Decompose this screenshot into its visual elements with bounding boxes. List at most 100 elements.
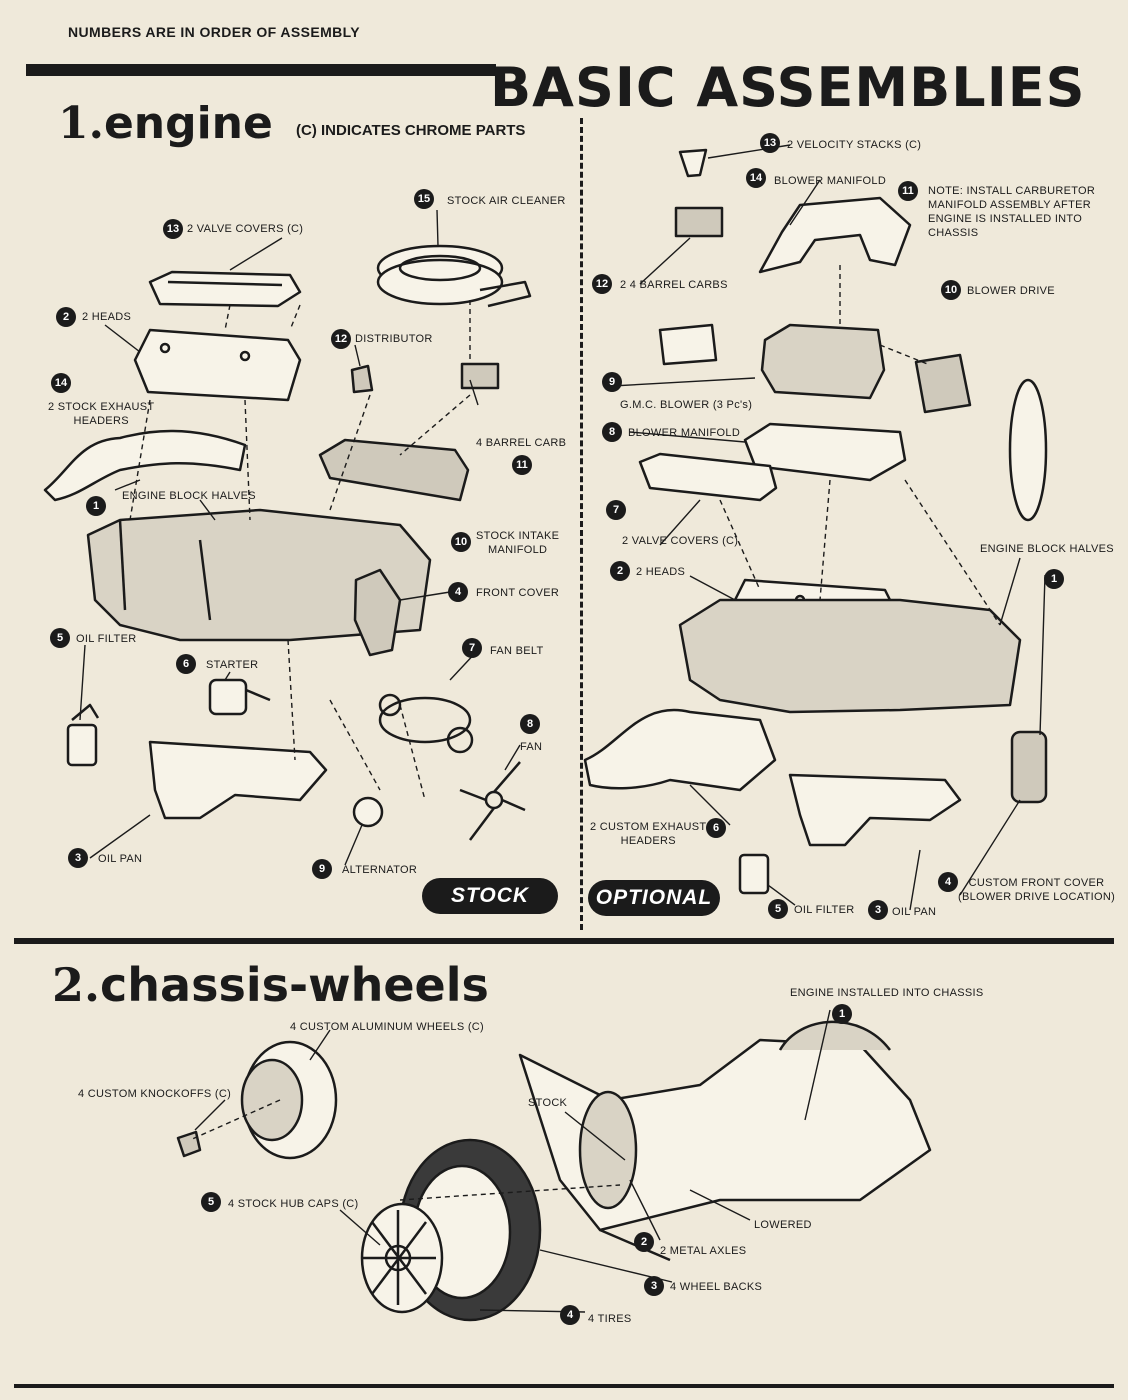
chassis-section-number: 2.: [52, 958, 101, 1012]
opt-block-label: ENGINE BLOCK HALVES: [980, 543, 1114, 555]
starter-label: STARTER: [206, 659, 259, 671]
chrome-parts-note: (C) INDICATES CHROME PARTS: [296, 122, 526, 139]
hub-caps-num: 5: [201, 1192, 221, 1212]
stock-badge: STOCK: [422, 878, 558, 914]
velocity-stacks-label: 2 VELOCITY STACKS (C): [787, 139, 922, 151]
fan-belt-label: FAN BELT: [490, 645, 544, 657]
distributor-drawing: [350, 364, 374, 394]
hub-cap-drawing: [360, 1202, 444, 1314]
stock-oil-pan-num: 3: [68, 848, 88, 868]
opt-carbs-num: 12: [592, 274, 612, 294]
fan-belt-num: 7: [462, 638, 482, 658]
gmc-blower-drawing: [658, 323, 886, 400]
stock-chassis-label: STOCK: [528, 1097, 568, 1109]
stock-front-cover-num: 4: [448, 582, 468, 602]
air-cleaner-num: 15: [414, 189, 434, 209]
starter-num: 6: [176, 654, 196, 674]
bottom-rule: [14, 1384, 1114, 1388]
air-cleaner-label: STOCK AIR CLEANER: [447, 195, 566, 207]
stock-block-label: ENGINE BLOCK HALVES: [122, 490, 256, 502]
opt-valve-covers-label: 2 VALVE COVERS (C): [622, 535, 739, 547]
wheel-backs-num: 3: [644, 1276, 664, 1296]
engine-section-title: 1.engine: [58, 98, 273, 149]
opt-note-num: 11: [898, 181, 918, 201]
stock-front-cover-drawing: [353, 568, 402, 657]
alternator-drawing: [352, 796, 384, 828]
stock-valve-covers-label: 2 VALVE COVERS (C): [187, 223, 304, 235]
stock-exhaust-num: 14: [51, 373, 71, 393]
optional-badge: OPTIONAL: [588, 880, 720, 916]
engine-installed-label: ENGINE INSTALLED INTO CHASSIS: [790, 987, 984, 999]
page-title: BASIC ASSEMBLIES: [490, 56, 1086, 119]
aluminum-wheels-label: 4 CUSTOM ALUMINUM WHEELS (C): [290, 1021, 484, 1033]
starter-drawing: [208, 678, 271, 716]
chassis-section-label: chassis-wheels: [100, 958, 489, 1012]
opt-oil-filter-label: OIL FILTER: [794, 904, 855, 916]
opt-blower-manifold-top-num: 14: [746, 168, 766, 188]
assembly-order-note: NUMBERS ARE IN ORDER OF ASSEMBLY: [68, 24, 361, 40]
blower-drive-label: BLOWER DRIVE: [967, 285, 1055, 297]
stock-carb-drawing: [460, 362, 500, 390]
engine-section-label: engine: [103, 98, 273, 149]
stock-front-cover-label: FRONT COVER: [476, 587, 560, 599]
stock-oil-filter-drawing: [66, 703, 100, 767]
opt-note-label: NOTE: INSTALL CARBURETOR MANIFOLD ASSEMB…: [928, 185, 1096, 239]
engine-installed-num: 1: [832, 1004, 852, 1024]
stock-intake-num: 10: [451, 532, 471, 552]
opt-heads-label: 2 HEADS: [636, 566, 686, 578]
opt-oil-filter-drawing: [738, 853, 770, 895]
metal-axles-label: 2 METAL AXLES: [660, 1245, 747, 1257]
stock-carb-num: 11: [512, 455, 532, 475]
engine-section-number: 1.: [58, 98, 104, 149]
hub-caps-label: 4 STOCK HUB CAPS (C): [228, 1198, 359, 1210]
tires-label: 4 TIRES: [588, 1313, 632, 1325]
opt-oil-pan-label: OIL PAN: [892, 906, 937, 918]
opt-oil-filter-num: 5: [768, 899, 788, 919]
air-cleaner-drawing: [376, 244, 532, 308]
alternator-label: ALTERNATOR: [342, 864, 418, 876]
opt-front-cover-num: 4: [938, 872, 958, 892]
stock-heads-num: 2: [56, 307, 76, 327]
stock-oil-filter-num: 5: [50, 628, 70, 648]
opt-valve-cover-drawing: [638, 452, 778, 502]
stock-heads-drawing: [133, 328, 302, 402]
knockoffs-label: 4 CUSTOM KNOCKOFFS (C): [78, 1088, 232, 1100]
opt-exhaust-num: 6: [706, 818, 726, 838]
velocity-stacks-num: 13: [760, 133, 780, 153]
opt-blower-manifold-label: BLOWER MANIFOLD: [628, 427, 741, 439]
stock-exhaust-drawing: [43, 429, 247, 502]
aluminum-wheel-drawing: [240, 1040, 338, 1160]
wheel-backs-label: 4 WHEEL BACKS: [670, 1281, 763, 1293]
knockoff-drawing: [176, 1130, 202, 1158]
chassis-section-title: 2.chassis-wheels: [52, 958, 489, 1012]
fan-num: 8: [520, 714, 540, 734]
velocity-stack-drawing: [678, 148, 708, 178]
blower-drive-num: 10: [941, 280, 961, 300]
opt-carbs-label: 2 4 BARREL CARBS: [620, 279, 728, 291]
distributor-num: 12: [331, 329, 351, 349]
opt-front-cover-drawing: [1010, 730, 1048, 804]
opt-valve-covers-num: 7: [606, 500, 626, 520]
lowered-label: LOWERED: [754, 1219, 812, 1231]
opt-oil-pan-num: 3: [868, 900, 888, 920]
alternator-num: 9: [312, 859, 332, 879]
gmc-blower-num: 9: [602, 372, 622, 392]
opt-block-num: 1: [1044, 569, 1064, 589]
opt-heads-num: 2: [610, 561, 630, 581]
tires-num: 4: [560, 1305, 580, 1325]
opt-front-cover-label: CUSTOM FRONT COVER (BLOWER DRIVE LOCATIO…: [958, 877, 1116, 903]
blower-drive-drawing: [914, 353, 1048, 522]
opt-exhaust-label: 2 CUSTOM EXHAUST HEADERS: [590, 821, 707, 847]
fan-belt-drawing: [378, 693, 474, 754]
fan-drawing: [459, 761, 526, 841]
stock-intake-drawing: [318, 438, 470, 502]
stock-exhaust-label: 2 STOCK EXHAUST HEADERS: [48, 401, 155, 427]
wheel-back-drawing: [578, 1090, 638, 1210]
section-divider: [14, 938, 1114, 944]
stock-intake-label: STOCK INTAKE MANIFOLD: [476, 530, 560, 556]
stock-oil-pan-label: OIL PAN: [98, 853, 143, 865]
opt-oil-pan-drawing: [788, 773, 962, 847]
fan-label: FAN: [520, 741, 543, 753]
stock-engine-block-drawing: [86, 508, 432, 642]
stock-carb-label: 4 BARREL CARB: [476, 437, 567, 449]
